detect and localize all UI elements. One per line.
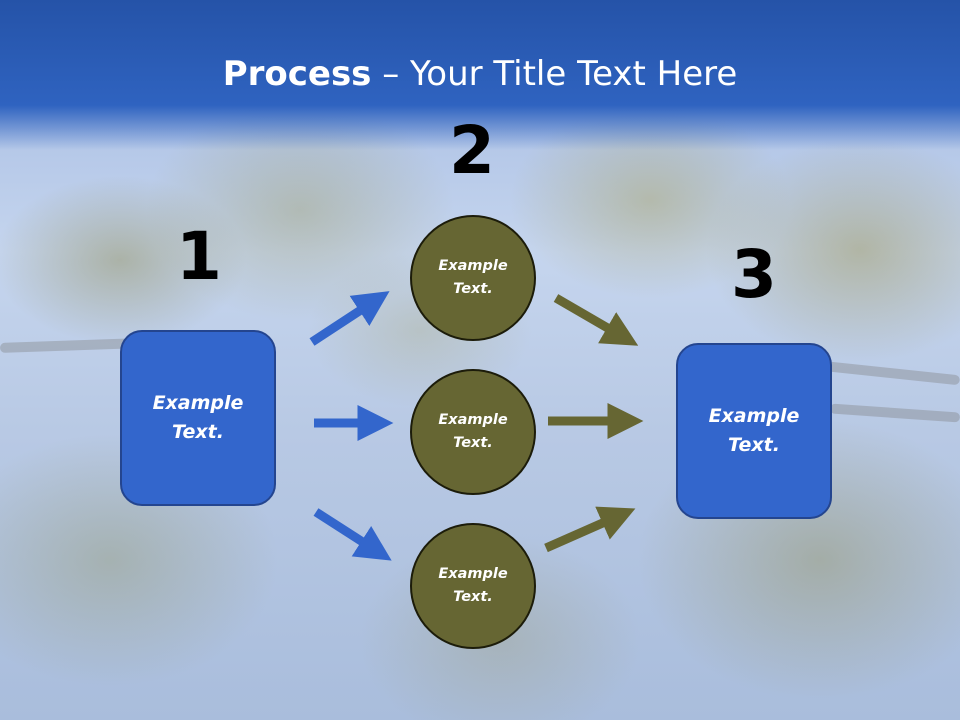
arrow-olive-down	[553, 294, 639, 346]
circle-text-line2: Text.	[453, 435, 493, 451]
title-rest: – Your Title Text Here	[371, 54, 738, 94]
circle-text-line2: Text.	[453, 589, 493, 605]
title-bar	[0, 0, 960, 150]
circle-text-line1: Example	[438, 258, 508, 274]
circle-text-line2: Text.	[453, 281, 493, 297]
step-number-3: 3	[731, 236, 777, 313]
step-number-2: 2	[449, 112, 495, 189]
circle-text-line1: Example	[438, 412, 508, 428]
circle-text-line1: Example	[438, 566, 508, 582]
box-text-line2: Text.	[172, 421, 224, 443]
arrow-olive-up	[544, 506, 636, 553]
slide-title: Process – Your Title Text Here	[0, 54, 960, 94]
arrow-blue-up	[309, 291, 390, 346]
step-number-1: 1	[176, 218, 222, 295]
arrow-blue-down	[313, 508, 392, 561]
box-text-line2: Text.	[728, 434, 780, 456]
title-bold: Process	[222, 54, 372, 94]
box-text-line1: Example	[152, 392, 244, 414]
box-text-line1: Example	[708, 405, 800, 427]
